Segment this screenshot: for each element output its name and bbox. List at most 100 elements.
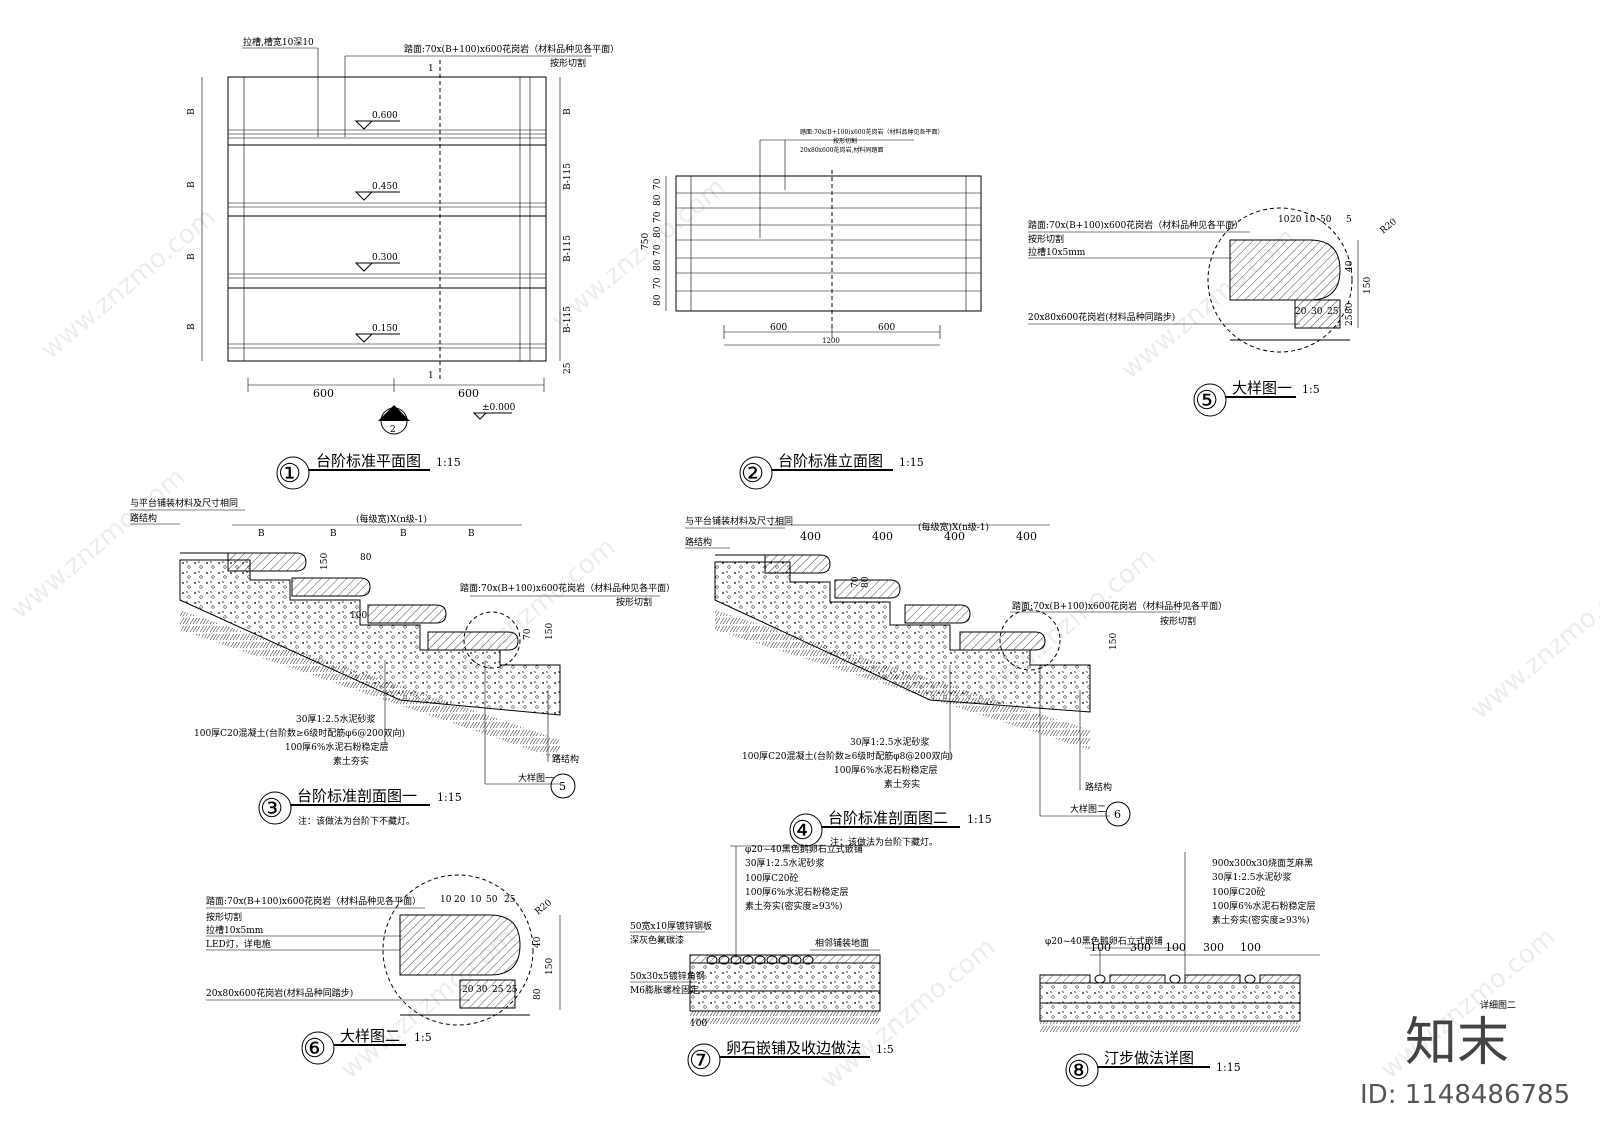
pebble-layer: 素土夯实(密实度≥93%): [745, 900, 843, 912]
stepping-layer: 30厚1:2.5水泥砂浆: [1212, 871, 1292, 883]
drawing-scale: 1:5: [414, 1031, 432, 1044]
pebble-note-paint: 深灰色氟碳漆: [630, 934, 684, 946]
section1-layer: 100厚6%水泥石粉稳定层: [285, 741, 388, 753]
stepping-layer: 100厚C20砼: [1212, 886, 1266, 898]
dim-b115: B-115: [563, 306, 573, 333]
dim-10: 10: [1304, 215, 1316, 225]
dim-b: B: [563, 108, 573, 115]
dim-80: 80: [861, 576, 871, 588]
dim-r20: R20: [534, 898, 555, 918]
dim-70: 70: [523, 628, 533, 640]
dim-b: B: [468, 529, 475, 539]
elevation-marker: 2: [378, 405, 410, 435]
section1-note-tread: 踏面:70x(B+100)x600花岗岩（材料品种见各平面）: [460, 582, 675, 594]
dim-25: 25: [506, 985, 518, 995]
elevation-0300: 0.300: [372, 253, 398, 263]
section-1-drawing: B B B B (每级宽)X(n级-1) 150 80 100 70 150 与…: [130, 497, 675, 827]
drawing-title: 台阶标准立面图: [778, 452, 883, 470]
stepping-drawing: 900x300x30烧面芝麻黑 30厚1:2.5水泥砂浆 100厚C20砼 10…: [1039, 852, 1516, 1087]
dim-25: 25: [563, 362, 573, 374]
dim-150: 150: [545, 958, 555, 975]
drawing-number: ⑤: [1195, 386, 1218, 416]
section1-layer: 100厚C20混凝土(台阶数≥6级时配筋φ6@200双向): [194, 727, 405, 739]
drawing-remark: 注：该做法为台阶下不藏灯。: [298, 815, 415, 827]
detail2-note-cut: 按形切割: [206, 911, 242, 923]
pebble-layer: 30厚1:2.5水泥砂浆: [745, 857, 825, 869]
section1-note-cut: 按形切割: [616, 596, 652, 608]
dim-100: 100: [1240, 941, 1261, 954]
section1-layer: 30厚1:2.5水泥砂浆: [296, 713, 376, 725]
dim-300: 300: [1130, 941, 1151, 954]
drawing-scale: 1:15: [899, 456, 924, 469]
dim-r20: R20: [1379, 217, 1400, 237]
dim-25: 25: [504, 895, 516, 905]
dim-span: (每级宽)X(n级-1): [918, 521, 989, 533]
plan-drawing: B B B B B B-115 B-115 B-115 25 0.600 0.4…: [187, 36, 619, 490]
dim-600: 600: [770, 323, 787, 333]
section-cut-mark: 1: [428, 64, 434, 74]
elevation-marker-number: 2: [390, 425, 396, 435]
pebble-row: [706, 955, 814, 965]
detail-2-drawing: 150 40 80 10 20 10 50 25 R20 20 30 25 25…: [206, 874, 561, 1065]
dim-150: 150: [545, 623, 555, 640]
dim-25: 25: [1345, 314, 1355, 326]
dim-70: 70: [851, 576, 861, 588]
section1-note-road2: 路结构: [552, 753, 579, 765]
elevation-note-riser: 20x80x600花岗岩,材料同踏面: [800, 146, 883, 154]
dim-b: B: [187, 181, 197, 188]
dim-b: B: [187, 253, 197, 260]
dim-150: 150: [1109, 633, 1119, 650]
section2-note-road2: 路结构: [1085, 781, 1112, 793]
section2-note-platform: 与平台铺装材料及尺寸相同: [685, 515, 793, 527]
dim-400: 400: [1016, 530, 1037, 543]
section1-note-road: 路结构: [130, 512, 157, 524]
detail2-note-led: LED灯，详电施: [206, 938, 271, 950]
pebble-layer: φ20~40黑色鹅卵石立式嵌铺: [745, 843, 863, 855]
dim-100: 100: [350, 611, 367, 621]
drawing-title: 台阶标准剖面图二: [828, 809, 948, 827]
dim-100: 100: [1090, 941, 1111, 954]
pebble-note-bolt: M6膨胀螺栓固定: [630, 984, 699, 996]
drawing-number-circle: [276, 456, 310, 490]
dim-80: 80: [360, 553, 372, 563]
dim-150: 150: [1363, 277, 1373, 294]
dim-300: 300: [1203, 941, 1224, 954]
dim-20: 20: [1295, 307, 1307, 317]
dim-100: 100: [690, 1019, 707, 1029]
detail-ref-number: 5: [559, 780, 566, 793]
detail1-note-riser: 20x80x600花岗岩(材料品种同踏步): [1028, 311, 1175, 323]
plan-note-tread: 踏面:70x(B+100)x600花岗岩（材料品种见各平面）: [404, 43, 619, 55]
drawing-title: 汀步做法详图: [1104, 1049, 1194, 1067]
dim-600: 600: [878, 323, 895, 333]
dim-25: 25: [492, 985, 504, 995]
section2-layer: 100厚C20混凝土(台阶数≥6级时配筋φ8@200双向): [742, 750, 953, 762]
detail-ref-number: 6: [1114, 808, 1121, 821]
dim-b115: B-115: [563, 235, 573, 262]
section2-note-tread: 踏面:70x(B+100)x600花岗岩（材料品种见各平面）: [1012, 600, 1227, 612]
watermark: www.znzmo.com: [1465, 562, 1600, 725]
dim-10: 10: [470, 895, 482, 905]
drawing-scale: 1:5: [1302, 383, 1320, 396]
dim-20: 20: [1290, 215, 1302, 225]
drawing-scale: 1:15: [437, 791, 462, 804]
section1-note-platform: 与平台铺装材料及尺寸相同: [130, 497, 238, 509]
watermark: www.znzmo.com: [5, 462, 191, 625]
stepping-layer: 素土夯实(密实度≥93%): [1212, 914, 1310, 926]
dim-70: 70: [653, 178, 663, 190]
dim-150: 150: [320, 553, 330, 570]
dim-80: 80: [533, 988, 543, 1000]
drawing-number: ④: [791, 816, 814, 846]
pebble-drawing: φ20~40黑色鹅卵石立式嵌铺 30厚1:2.5水泥砂浆 100厚C20砼 10…: [630, 843, 894, 1077]
dim-30: 30: [1311, 307, 1323, 317]
detail2-note-riser: 20x80x600花岗岩(材料品种同踏步): [206, 987, 353, 999]
section2-note-road: 路结构: [685, 536, 712, 548]
dim-70: 70: [653, 211, 663, 223]
section-2-drawing: 400 400 400 400 (每级宽)X(n级-1) 70 80 150 与…: [685, 515, 1227, 848]
drawing-number: ⑧: [1067, 1056, 1090, 1086]
detail-ref-label: 大样图二: [1070, 803, 1106, 815]
dim-b: B: [330, 529, 337, 539]
stepping-layer: 900x300x30烧面芝麻黑: [1212, 857, 1313, 869]
elevation-0450: 0.450: [372, 182, 398, 192]
dim-40: 40: [533, 936, 543, 948]
